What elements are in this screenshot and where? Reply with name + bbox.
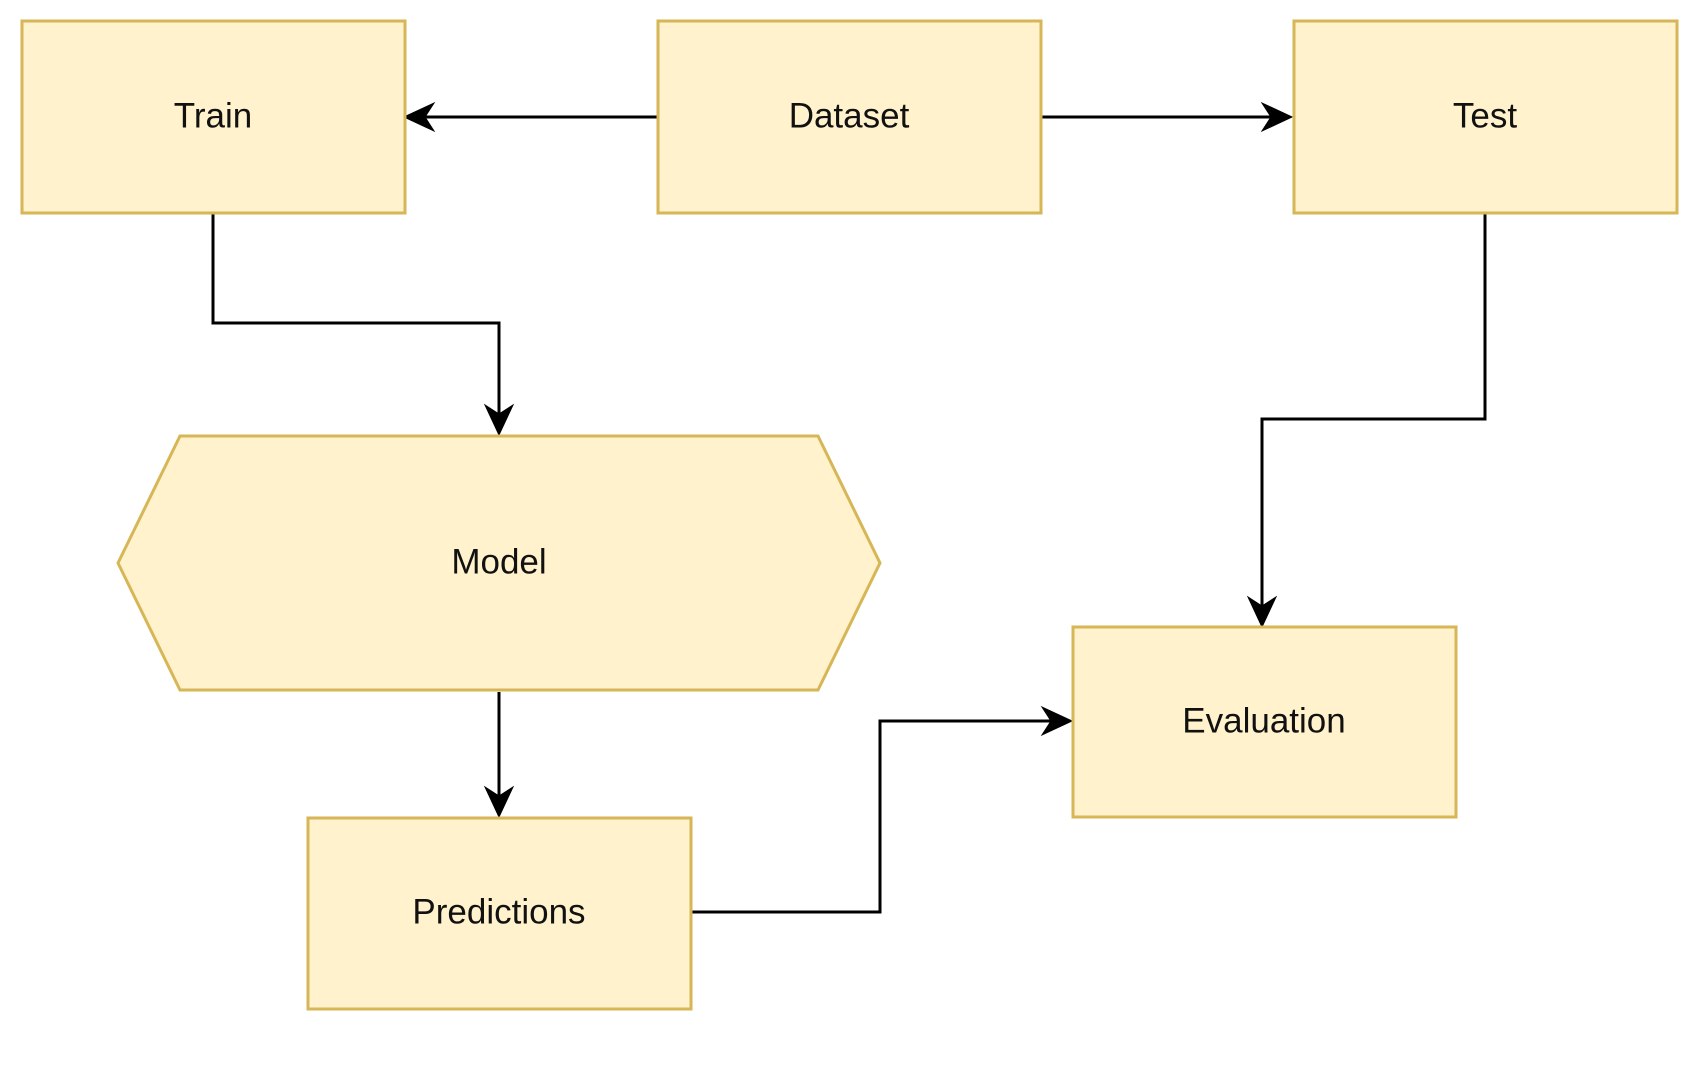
edge-dataset-to-test bbox=[1040, 101, 1294, 133]
node-evaluation-label: Evaluation bbox=[1182, 702, 1345, 741]
arrowhead-right-icon bbox=[1040, 705, 1074, 737]
arrowhead-down-icon bbox=[483, 403, 515, 437]
node-predictions[interactable]: Predictions bbox=[306, 816, 693, 1011]
node-evaluation[interactable]: Evaluation bbox=[1071, 625, 1458, 819]
node-test[interactable]: Test bbox=[1292, 19, 1679, 215]
edges bbox=[211, 101, 1487, 914]
edge-dataset-to-train bbox=[402, 101, 657, 133]
arrowhead-down-icon bbox=[483, 785, 515, 819]
node-model-label: Model bbox=[451, 543, 546, 582]
edge-test-to-evaluation bbox=[1246, 214, 1487, 629]
edge-train-to-model bbox=[211, 214, 515, 437]
node-test-label: Test bbox=[1453, 97, 1517, 136]
node-train-label: Train bbox=[174, 97, 252, 136]
arrowhead-down-icon bbox=[1246, 595, 1278, 629]
edge-predictions-to-evaluation bbox=[691, 705, 1074, 914]
node-model[interactable]: Model bbox=[116, 434, 882, 692]
edge-model-to-predictions bbox=[483, 692, 515, 819]
node-train[interactable]: Train bbox=[20, 19, 407, 215]
arrowhead-left-icon bbox=[402, 101, 436, 133]
node-dataset[interactable]: Dataset bbox=[656, 19, 1043, 215]
arrowhead-right-icon bbox=[1260, 101, 1294, 133]
node-predictions-label: Predictions bbox=[412, 893, 585, 932]
node-dataset-label: Dataset bbox=[789, 97, 910, 136]
